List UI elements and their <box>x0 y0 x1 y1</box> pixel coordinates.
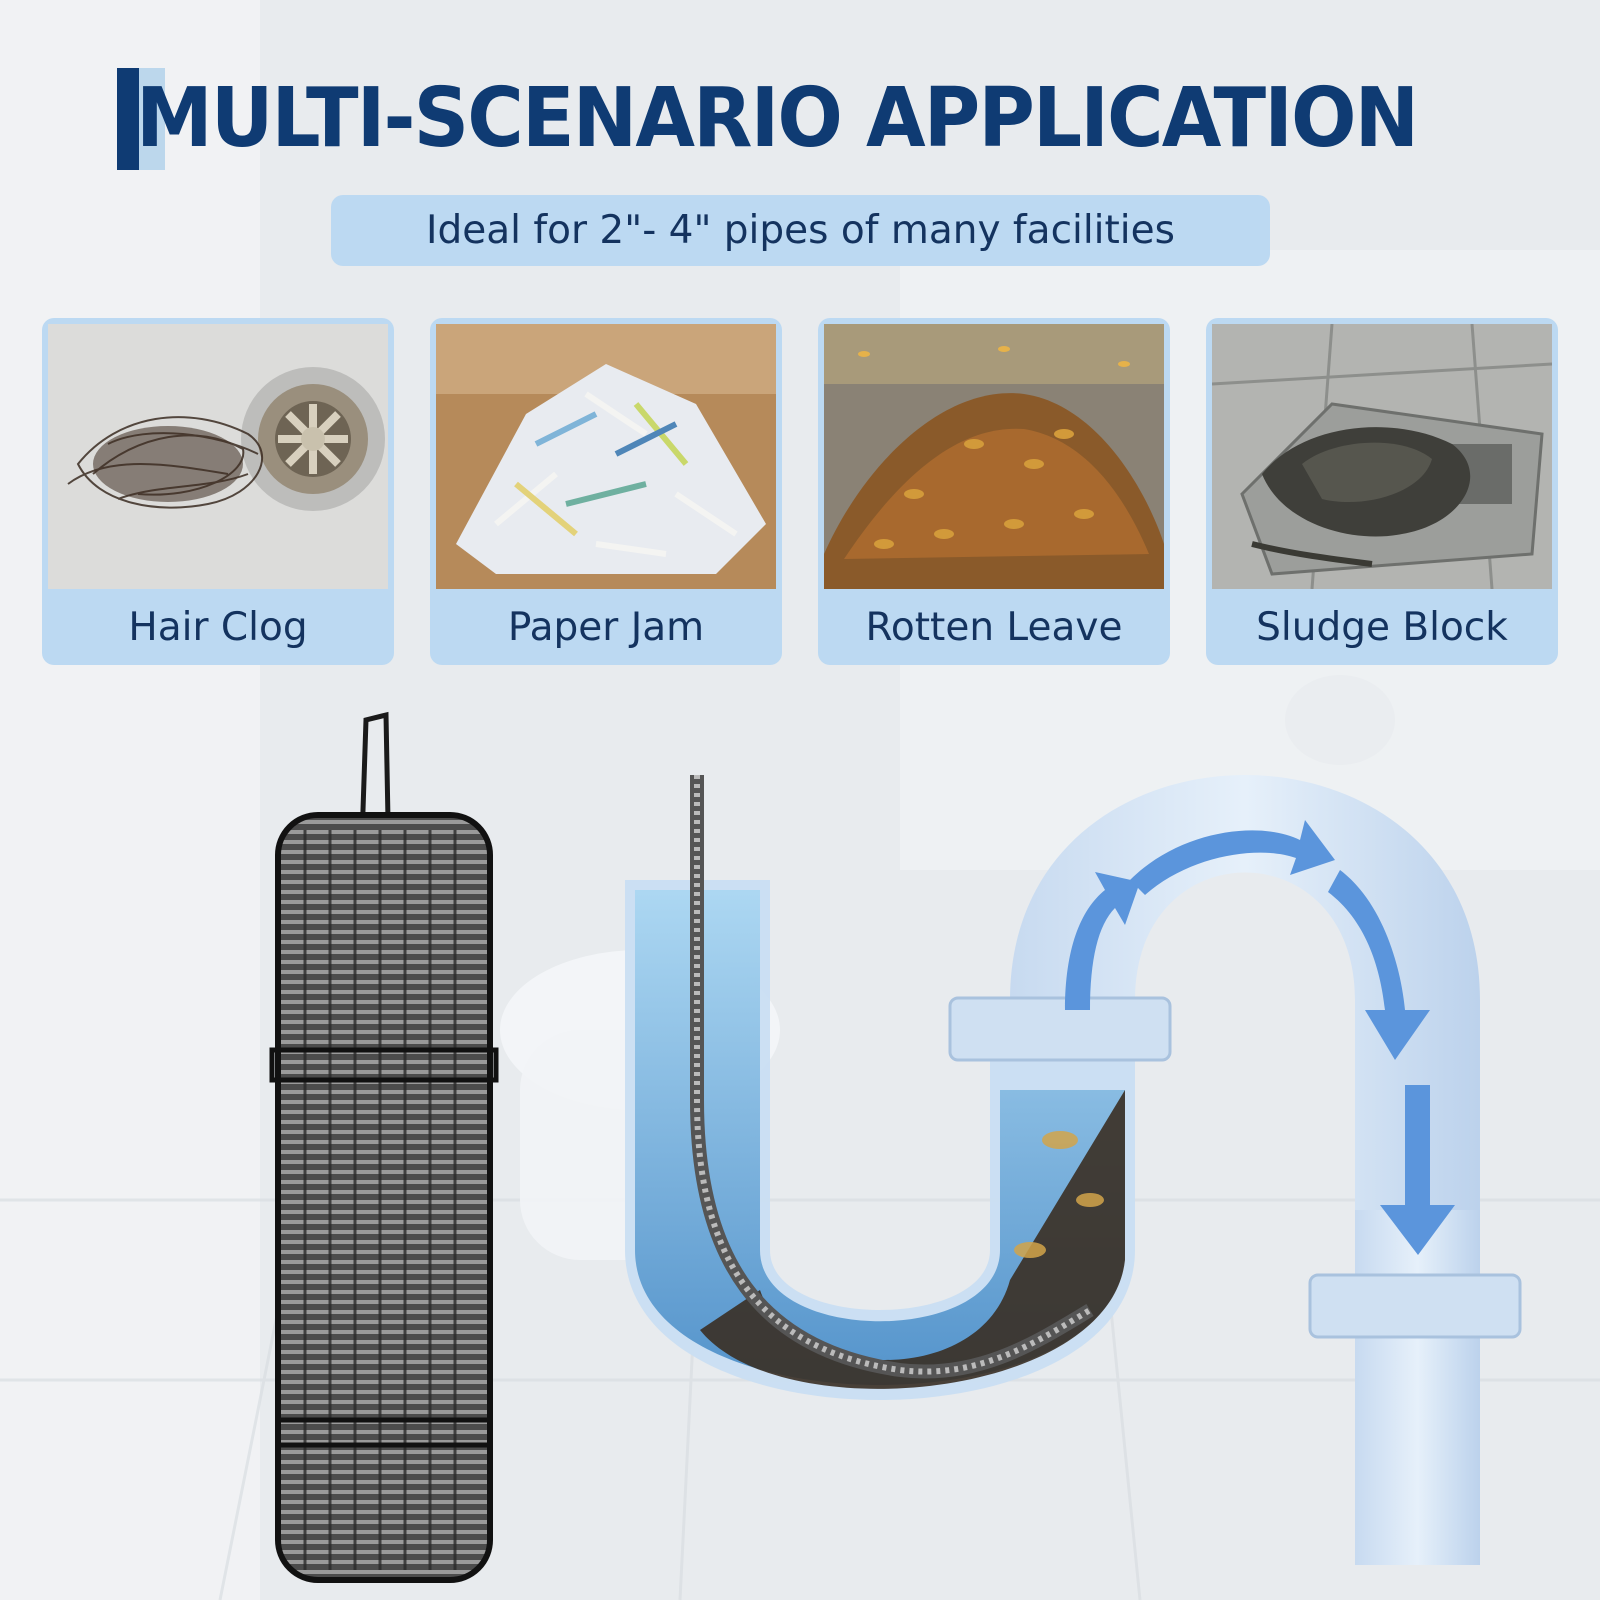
paper-jam-photo-icon <box>436 324 776 589</box>
sludge-block-photo-icon <box>1212 324 1552 589</box>
product-illustration <box>269 711 1522 1583</box>
rotten-leaves-photo-icon <box>824 324 1164 589</box>
scenario-card-hair-clog: Hair Clog <box>42 318 394 665</box>
page-title: MULTI-SCENARIO APPLICATION <box>136 71 1419 166</box>
scenario-label: Sludge Block <box>1256 605 1508 650</box>
coiled-auger-icon <box>269 711 499 1583</box>
scenario-card-paper-jam: Paper Jam <box>430 318 782 665</box>
subtitle-banner: Ideal for 2"- 4" pipes of many facilitie… <box>331 195 1270 266</box>
scenario-card-rotten-leave: Rotten Leave <box>818 318 1170 665</box>
hair-clog-photo-icon <box>48 324 388 589</box>
flow-arrow-icon <box>1065 820 1455 1255</box>
p-trap-pipe <box>625 775 1522 1565</box>
scenario-label: Paper Jam <box>507 605 705 650</box>
scenario-card-sludge-block: Sludge Block <box>1206 318 1558 665</box>
title-accent-bar <box>117 68 165 170</box>
scenario-label: Rotten Leave <box>865 605 1123 650</box>
scenario-label: Hair Clog <box>128 605 308 650</box>
